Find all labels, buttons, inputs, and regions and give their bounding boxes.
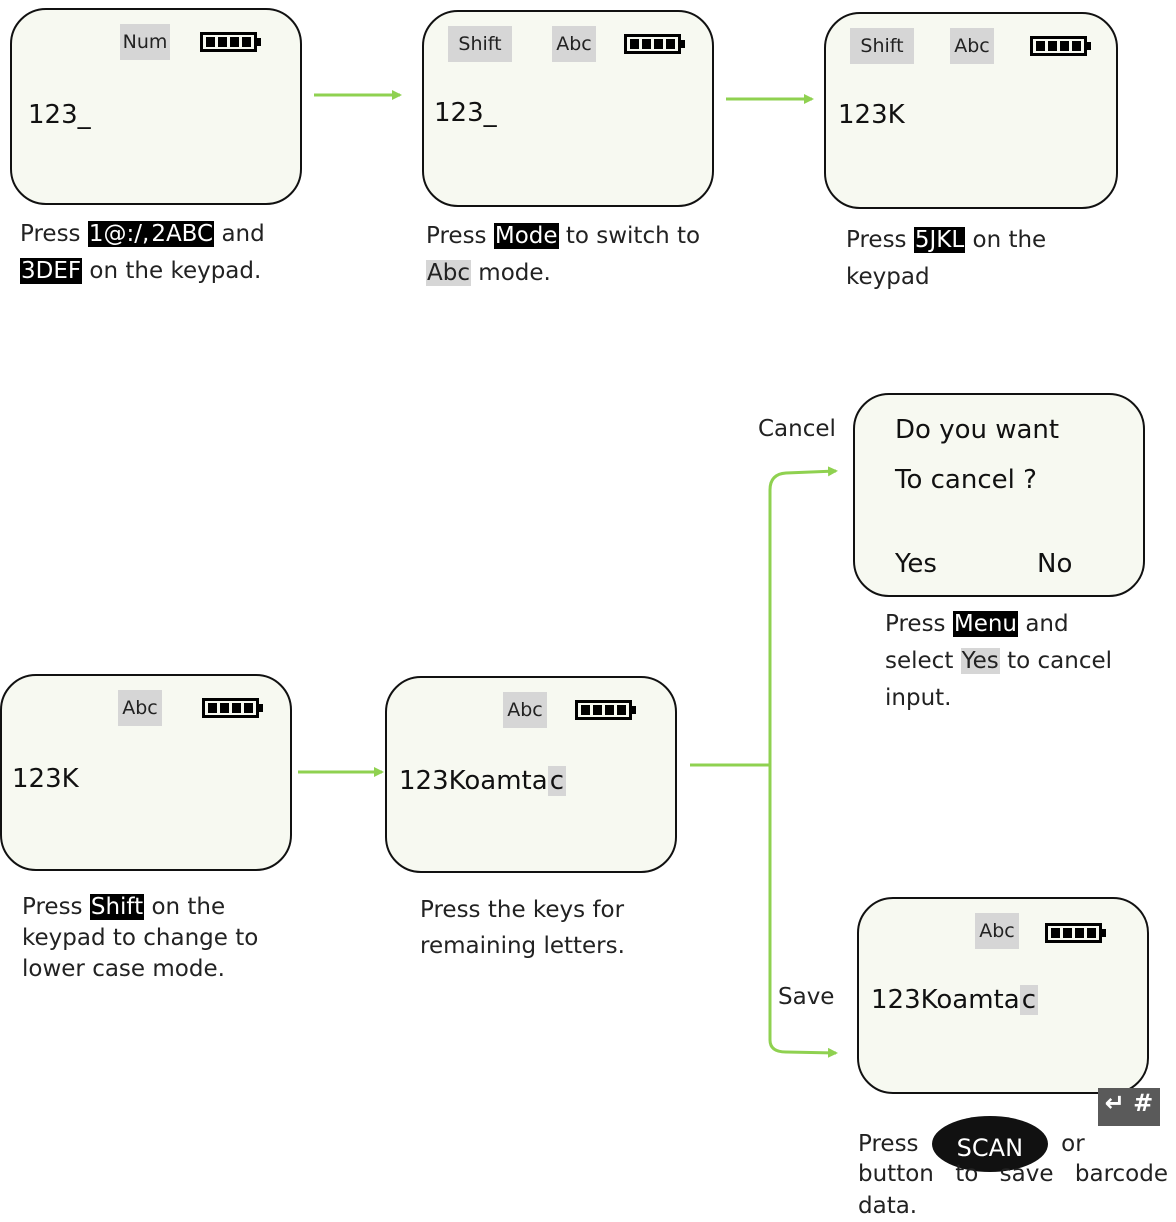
mode-indicator: Abc (552, 26, 596, 62)
step4-caption: Press Shift on the keypad to change to l… (22, 894, 259, 982)
battery-icon (200, 32, 261, 52)
input-text: 123_ (28, 100, 91, 130)
dialog-line2: To cancel ? (895, 465, 1037, 495)
mode-indicator: Abc (503, 692, 547, 728)
yes-option[interactable]: Yes (895, 549, 937, 579)
key-5jkl: 5JKL (913, 227, 966, 253)
step3-caption: Press 5JKL on the keypad (846, 227, 1047, 290)
mode-indicator: Abc (950, 28, 994, 64)
battery-icon (624, 34, 685, 54)
dialog-line1: Do you want (895, 415, 1060, 445)
battery-icon (1030, 36, 1091, 56)
abc-mode-label: Abc (426, 260, 471, 286)
step1-caption: Press 1@:/,2ABC and 3DEF on the keypad. (20, 221, 265, 284)
shift-indicator: Shift (850, 28, 914, 64)
key-shift: Shift (89, 894, 145, 920)
text-cursor: c (1019, 985, 1038, 1015)
key-3def: 3DEF (20, 258, 83, 284)
enter-hash-key-icon: ↵ # (1098, 1088, 1161, 1126)
step5-screen: Abc 123Koamtac (385, 676, 677, 873)
step2-screen: Shift Abc 123_ (422, 10, 714, 207)
no-option[interactable]: No (1037, 549, 1073, 579)
step1-screen: Num 123_ (10, 8, 302, 205)
save-caption: Press SCAN or ↵ # button to save barcode… (858, 1088, 1168, 1219)
step5-caption: Press the keys for remaining letters. (420, 897, 625, 959)
mode-indicator: Num (120, 24, 170, 60)
battery-icon (1045, 923, 1106, 943)
cancel-caption: Press Menu and select Yes to cancel inpu… (885, 611, 1113, 711)
save-branch-label: Save (778, 984, 835, 1010)
input-text: 123K (838, 100, 905, 130)
mode-indicator: Abc (118, 690, 162, 726)
battery-icon (202, 698, 263, 718)
text-cursor: c (547, 766, 566, 796)
battery-icon (575, 700, 636, 720)
branch-to-cancel (768, 466, 838, 765)
save-screen: Abc 123Koamtac (857, 897, 1149, 1094)
yes-label: Yes (960, 648, 1000, 674)
mode-indicator: Abc (975, 913, 1019, 949)
shift-indicator: Shift (448, 26, 512, 62)
input-text: 123_ (434, 98, 497, 128)
step4-screen: Abc 123K (0, 674, 292, 871)
key-mode: Mode (493, 223, 559, 249)
key-menu: Menu (952, 611, 1019, 637)
input-text: 123Koamtac (399, 766, 566, 796)
branch-to-save (768, 765, 838, 1058)
step2-caption: Press Mode to switch to Abc mode. (426, 223, 701, 286)
input-text: 123Koamtac (871, 985, 1038, 1015)
step3-screen: Shift Abc 123K (824, 12, 1118, 209)
scan-button: SCAN (931, 1116, 1048, 1172)
cancel-dialog-screen: Do you want To cancel ? Yes No (853, 393, 1145, 597)
key-2abc: 2ABC (150, 221, 215, 247)
key-1: 1@:/, (87, 221, 151, 247)
cancel-branch-label: Cancel (758, 416, 836, 442)
input-text: 123K (12, 764, 79, 794)
